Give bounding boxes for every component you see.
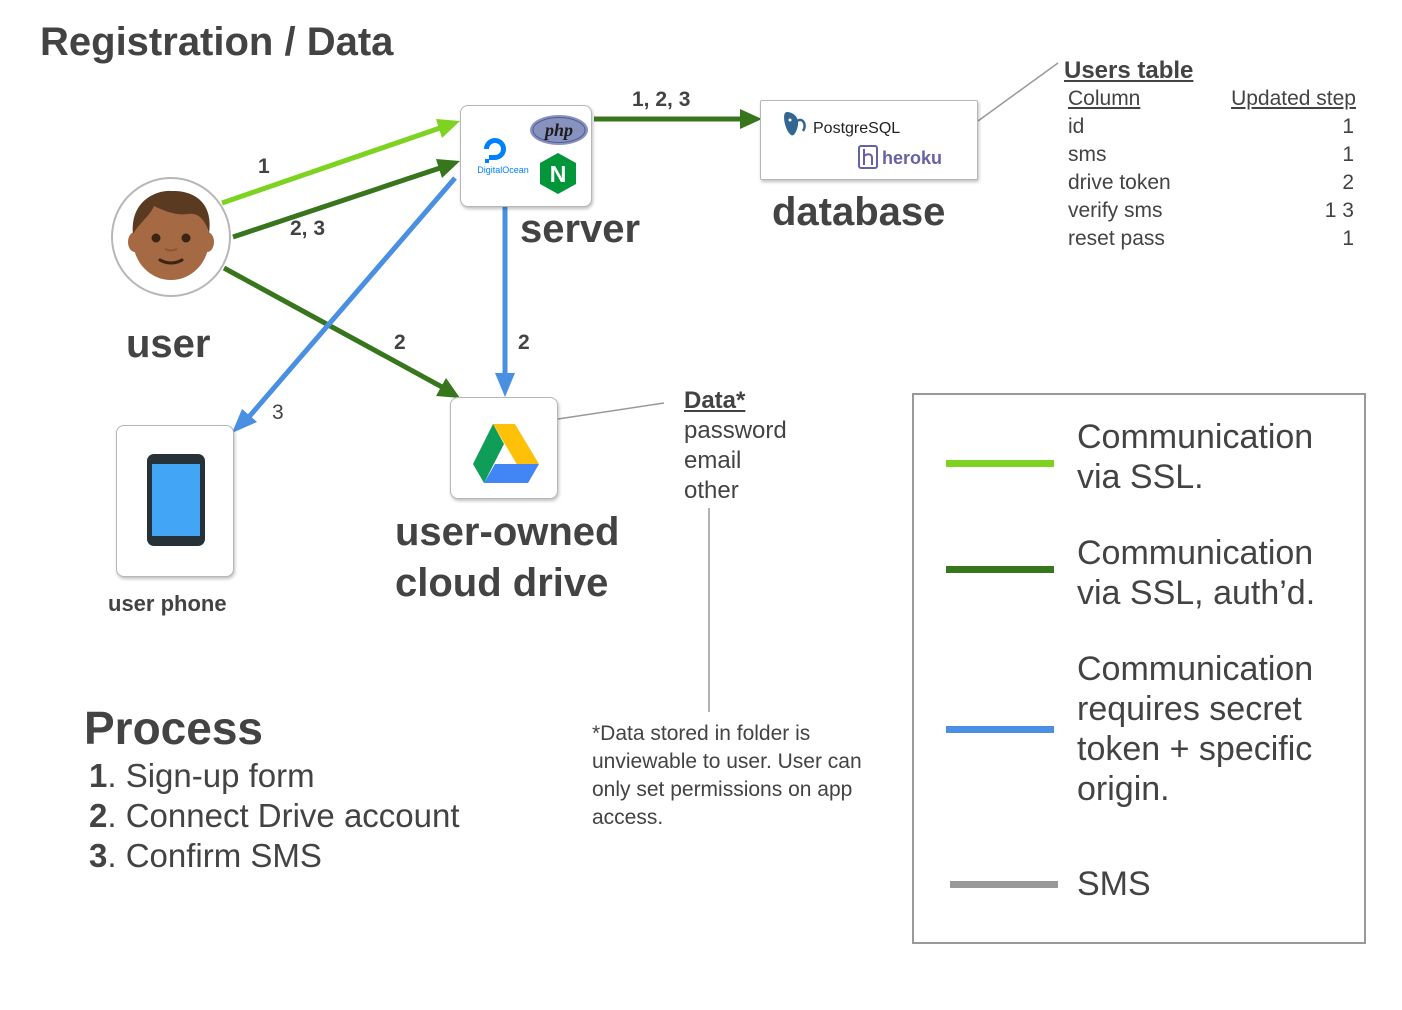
footnote: *Data stored in folder is unviewable to … (592, 722, 862, 829)
edge-server-phone (246, 176, 457, 420)
database-node: PostgreSQL heroku (760, 100, 978, 180)
legend-swatch (950, 881, 1058, 888)
legend-swatch (946, 726, 1054, 733)
edge-user-server-ssl (221, 125, 441, 206)
arrowhead (436, 119, 460, 138)
postgresql-logo-icon: PostgreSQL (784, 112, 900, 137)
table-cell-step: 1 (1342, 143, 1354, 166)
user-node (110, 176, 232, 298)
phone-icon (147, 454, 205, 546)
database-label: database (772, 190, 946, 234)
users-table: Users table Column Updated step id 1 sms… (1064, 57, 1364, 253)
process-step-number: 3 (89, 837, 108, 874)
table-row: drive token 2 (1064, 169, 1364, 197)
process-step: 2. Connect Drive account (84, 796, 460, 836)
process-step: 1. Sign-up form (84, 756, 460, 796)
edge-label-user-server-auth: 2, 3 (290, 217, 326, 240)
user-label: user (126, 322, 211, 366)
heroku-logo-icon: heroku (858, 145, 942, 169)
column-header: Column (1068, 87, 1141, 110)
svg-text:DigitalOcean: DigitalOcean (477, 165, 529, 175)
server-node: php DigitalOcean N (460, 105, 592, 207)
legend-swatch (946, 566, 1054, 573)
table-cell-column: id (1068, 115, 1085, 138)
svg-text:heroku: heroku (882, 148, 942, 168)
data-note-title: Data* (684, 387, 746, 414)
process-step-text: . Confirm SMS (107, 837, 322, 874)
arrowhead (232, 409, 257, 433)
edge-label-server-drive: 2 (518, 331, 530, 354)
process-step-text: . Sign-up form (107, 757, 315, 794)
table-row: id 1 (1064, 113, 1364, 141)
edge-label-server-db: 1, 2, 3 (632, 88, 691, 111)
edge-label-user-server-ssl: 1 (258, 155, 270, 178)
process-title: Process (84, 702, 264, 754)
data-note-item: password (684, 417, 787, 444)
table-cell-step: 1 3 (1324, 199, 1354, 222)
process-step: 3. Confirm SMS (84, 836, 460, 876)
server-logos: php DigitalOcean N (477, 115, 588, 194)
google-drive-icon (473, 424, 539, 483)
process-step-number: 1 (89, 757, 108, 794)
table-cell-step: 1 (1342, 227, 1354, 250)
process-section: Process 1. Sign-up form 2. Connect Drive… (84, 700, 460, 876)
digitalocean-logo-icon: DigitalOcean (477, 138, 529, 175)
drive-node (450, 397, 558, 499)
table-cell-step: 2 (1342, 171, 1354, 194)
arrowhead (740, 109, 762, 129)
process-step-text: . Connect Drive account (107, 797, 460, 834)
drive-label-line2: cloud drive (395, 561, 609, 605)
svg-text:php: php (543, 120, 573, 140)
phone-label: user phone (108, 591, 227, 616)
arrowhead (436, 159, 460, 178)
users-table-header: Column Updated step (1064, 85, 1364, 113)
table-cell-column: drive token (1068, 171, 1171, 194)
connector-database-table (977, 62, 1059, 122)
server-label: server (520, 207, 641, 251)
table-row: reset pass 1 (1064, 225, 1364, 253)
nginx-logo-icon: N (540, 153, 576, 194)
edge-label-user-drive: 2 (394, 331, 406, 354)
users-table-title: Users table (1064, 57, 1194, 84)
svg-text:N: N (550, 161, 567, 187)
legend-swatch (946, 460, 1054, 467)
legend-text: Communication via SSL. (1077, 418, 1314, 496)
php-logo-icon (530, 115, 588, 145)
legend-text: Communication via SSL, auth’d. (1077, 534, 1316, 612)
legend: Communication via SSL. Communication via… (912, 393, 1366, 944)
phone-node (116, 425, 234, 577)
page-title: Registration / Data (40, 20, 394, 64)
table-cell-step: 1 (1342, 115, 1354, 138)
drive-label-line1: user-owned (395, 510, 620, 554)
table-cell-column: sms (1068, 143, 1107, 166)
arrowhead (436, 378, 460, 398)
table-row: verify sms 1 3 (1064, 197, 1364, 225)
database-logos: PostgreSQL heroku (784, 112, 942, 169)
svg-text:PostgreSQL: PostgreSQL (813, 120, 900, 137)
table-cell-column: reset pass (1068, 227, 1165, 250)
legend-text: SMS (1077, 865, 1151, 903)
data-note: Data* password email other (684, 386, 787, 506)
edge-user-drive (222, 265, 444, 390)
table-cell-column: verify sms (1068, 199, 1163, 222)
data-note-item: other (684, 477, 739, 504)
edge-user-server-auth (232, 165, 441, 240)
user-avatar-icon (111, 177, 231, 297)
process-step-number: 2 (89, 797, 108, 834)
connector-drive-data (557, 402, 665, 420)
table-row: sms 1 (1064, 141, 1364, 169)
legend-text: Communication requires secret token + sp… (1077, 650, 1314, 808)
edge-label-server-phone: 3 (272, 401, 284, 424)
data-note-item: email (684, 447, 742, 474)
updated-step-header: Updated step (1231, 87, 1356, 110)
arrowhead (495, 373, 515, 397)
